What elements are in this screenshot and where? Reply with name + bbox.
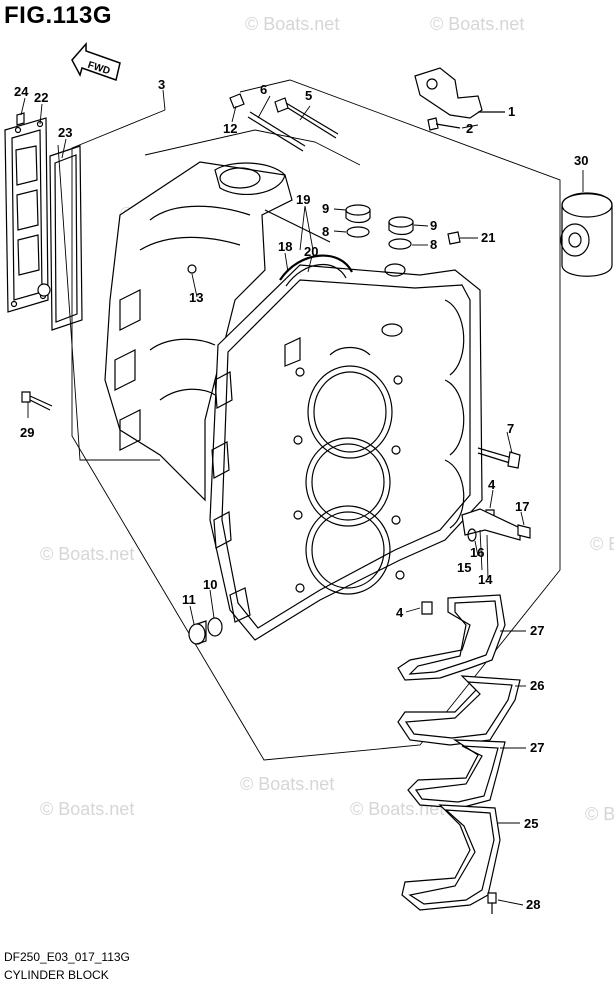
o-ring-10: [207, 617, 223, 637]
callout-9: 9: [430, 218, 437, 233]
callout-3: 3: [158, 77, 165, 92]
exhaust-cover-gasket-27a: [397, 594, 506, 681]
plug-11: [188, 620, 207, 645]
callout-15: 15: [457, 560, 471, 575]
plug-21: [447, 231, 461, 245]
callout-2: 2: [466, 121, 473, 136]
callout-6: 6: [260, 82, 267, 97]
watermark-text: © Boats.net: [245, 14, 339, 34]
callout-14: 14: [478, 572, 493, 587]
watermark-text: © Boats.net: [585, 804, 614, 824]
callout-17: 17: [515, 499, 529, 514]
figure-code: DF250_E03_017_113G: [4, 950, 130, 964]
stud-6: [247, 111, 306, 152]
callout-9: 9: [322, 201, 329, 216]
watermark-text: © Boats.net: [590, 534, 614, 554]
watermark-text: © Boats.net: [40, 799, 134, 819]
watermark-text: © Boats.net: [430, 14, 524, 34]
callout-8: 8: [322, 224, 329, 239]
callout-5: 5: [305, 88, 312, 103]
callout-20: 20: [304, 244, 318, 259]
o-ring-8-right: [388, 238, 412, 250]
engine-bracket: [414, 67, 505, 119]
side-cover-gasket: [49, 145, 83, 331]
leader-lines: [20, 89, 584, 906]
cylinder-block-body: [104, 161, 483, 641]
watermark-text: © Boats.net: [240, 774, 334, 794]
callout-23: 23: [58, 125, 72, 140]
bolt-28: [487, 892, 497, 914]
callout-11: 11: [182, 592, 196, 607]
callout-labels: 1 2 3 4 4 5 6 7 8 8 9 9 10 11 12 13 14 1…: [14, 77, 588, 912]
bolt-4-lower: [421, 601, 433, 615]
callout-12: 12: [223, 121, 237, 136]
bolt-24: [16, 112, 25, 126]
bolt-5: [274, 97, 339, 139]
union-fitting: [461, 508, 521, 542]
callout-4: 4: [396, 605, 404, 620]
figure-caption: CYLINDER BLOCK: [4, 968, 109, 982]
side-cover-plate: [4, 117, 51, 313]
callout-10: 10: [203, 577, 217, 592]
exhaust-cover-25: [401, 804, 501, 911]
assembly-frame: [71, 79, 561, 761]
exhaust-cover-plate-26: [397, 675, 521, 746]
exhaust-cover-gasket-27b: [407, 739, 506, 809]
plug-9-right: [388, 216, 414, 236]
watermark-text: © Boats.net: [40, 544, 134, 564]
bolt-7: [477, 447, 521, 469]
callout-1: 1: [508, 104, 515, 119]
forward-arrow-icon: FWD: [71, 42, 121, 81]
callout-22: 22: [34, 90, 48, 105]
callout-13: 13: [189, 290, 203, 305]
bolt-2: [427, 117, 461, 131]
callout-7: 7: [507, 421, 514, 436]
washer-12: [229, 93, 245, 109]
callout-27: 27: [530, 740, 544, 755]
plug-9-left: [345, 204, 371, 224]
figure-title: FIG.113G: [4, 2, 113, 29]
callout-19: 19: [296, 192, 310, 207]
callout-27: 27: [530, 623, 544, 638]
callout-8: 8: [430, 237, 437, 252]
callout-25: 25: [524, 816, 538, 831]
callout-21: 21: [481, 230, 495, 245]
callout-24: 24: [14, 84, 29, 99]
o-ring-8-left: [346, 226, 370, 238]
callout-4: 4: [488, 477, 496, 492]
callout-18: 18: [278, 239, 292, 254]
oil-filter: [560, 192, 613, 277]
callout-16: 16: [470, 545, 484, 560]
callout-26: 26: [530, 678, 544, 693]
bolt-29: [21, 391, 53, 411]
bolt-17: [517, 524, 531, 539]
callout-28: 28: [526, 897, 540, 912]
callout-29: 29: [20, 425, 34, 440]
callout-30: 30: [574, 153, 588, 168]
